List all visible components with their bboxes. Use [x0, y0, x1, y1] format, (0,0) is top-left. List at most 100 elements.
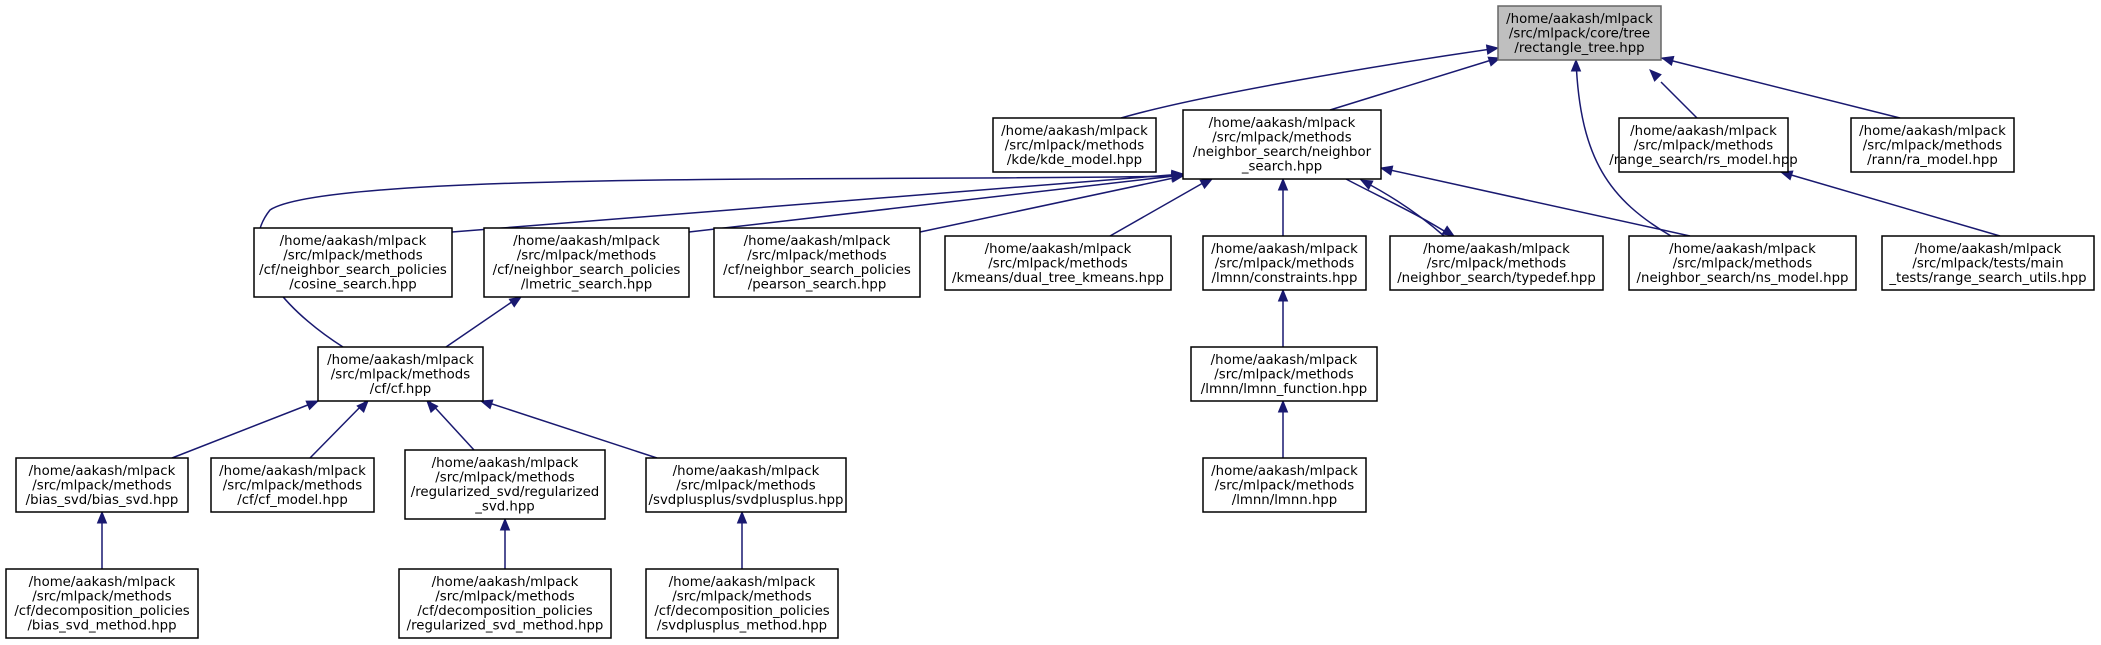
node-label-line: /cf/neighbor_search_policies — [723, 263, 911, 278]
node-label-line: /src/mlpack/methods — [1863, 138, 2002, 153]
node-box[interactable] — [1497, 5, 1662, 61]
edges-layer — [96, 44, 2001, 569]
node-range-search-utils[interactable]: /home/aakash/mlpack/src/mlpack/tests/mai… — [1881, 235, 2095, 291]
edge-ra_model-to-root — [1660, 55, 1901, 119]
node-cosine-search[interactable]: /home/aakash/mlpack/src/mlpack/methods/c… — [253, 227, 453, 298]
node-box[interactable] — [1881, 235, 2095, 291]
node-box[interactable] — [645, 457, 847, 513]
edge-line — [1575, 59, 1672, 237]
node-box[interactable] — [992, 117, 1157, 173]
node-lmnn[interactable]: /home/aakash/mlpack/src/mlpack/methods/l… — [1202, 457, 1367, 513]
edge-bias_svd_method-to-bias_svd — [96, 510, 108, 569]
edge-arrowhead — [96, 510, 108, 524]
edge-line — [1109, 178, 1211, 237]
edge-arrowhead — [1441, 225, 1456, 237]
node-box[interactable] — [253, 227, 453, 298]
edge-line — [688, 174, 1184, 233]
node-box[interactable] — [5, 568, 199, 639]
node-label-line: /home/aakash/mlpack — [985, 242, 1132, 257]
node-box[interactable] — [398, 568, 612, 639]
edge-line — [1120, 47, 1499, 119]
node-neighbor-search[interactable]: /home/aakash/mlpack/src/mlpack/methods/n… — [1182, 109, 1382, 180]
node-lmnn-function[interactable]: /home/aakash/mlpack/src/mlpack/methods/l… — [1190, 346, 1378, 402]
edge-neighbor_search-to-root — [1329, 56, 1502, 111]
node-box[interactable] — [713, 227, 921, 298]
edge-arrowhead — [1649, 69, 1662, 82]
node-typedef[interactable]: /home/aakash/mlpack/src/mlpack/methods/n… — [1389, 235, 1604, 291]
node-label-line: /bias_svd/bias_svd.hpp — [26, 493, 179, 508]
node-box[interactable] — [645, 568, 839, 639]
node-constraints[interactable]: /home/aakash/mlpack/src/mlpack/methods/l… — [1202, 235, 1367, 291]
node-box[interactable] — [404, 449, 606, 520]
node-label-line: /home/aakash/mlpack — [669, 575, 816, 590]
node-regularized-svd[interactable]: /home/aakash/mlpack/src/mlpack/methods/r… — [404, 449, 606, 520]
node-label-line: /svdplusplus/svdplusplus.hpp — [649, 493, 844, 508]
node-label-line: /src/mlpack/methods — [32, 590, 171, 605]
node-svdplusplus[interactable]: /home/aakash/mlpack/src/mlpack/methods/s… — [645, 457, 847, 513]
node-regularized-svd-method[interactable]: /home/aakash/mlpack/src/mlpack/methods/c… — [398, 568, 612, 639]
node-box[interactable] — [1182, 109, 1382, 180]
node-label-line: /src/mlpack/methods — [672, 590, 811, 605]
edge-arrowhead — [1277, 177, 1289, 191]
node-label-line: /home/aakash/mlpack — [513, 234, 660, 249]
node-cf-model[interactable]: /home/aakash/mlpack/src/mlpack/methods/c… — [210, 457, 375, 513]
node-bias-svd-method[interactable]: /home/aakash/mlpack/src/mlpack/methods/c… — [5, 568, 199, 639]
node-box[interactable] — [1618, 117, 1789, 173]
node-kde-model[interactable]: /home/aakash/mlpack/src/mlpack/methods/k… — [992, 117, 1157, 173]
node-label-line: /lmnn/lmnn_function.hpp — [1201, 382, 1367, 397]
node-box[interactable] — [1202, 235, 1367, 291]
edge-line — [482, 400, 658, 459]
node-box[interactable] — [210, 457, 375, 513]
node-label-line: /src/mlpack/methods — [1214, 367, 1353, 382]
node-label-line: /src/mlpack/methods — [32, 478, 171, 493]
node-lmetric-search[interactable]: /home/aakash/mlpack/src/mlpack/methods/c… — [483, 227, 690, 298]
node-box[interactable] — [317, 346, 484, 402]
node-label-line: /cosine_search.hpp — [289, 278, 417, 293]
node-label-line: /src/mlpack/methods — [223, 478, 362, 493]
node-box[interactable] — [1850, 117, 2015, 173]
node-box[interactable] — [1202, 457, 1367, 513]
node-label-line: /cf/decomposition_policies — [14, 604, 189, 619]
node-label-line: /home/aakash/mlpack — [432, 456, 579, 471]
node-label-line: /pearson_search.hpp — [748, 278, 887, 293]
node-label-line: /home/aakash/mlpack — [29, 464, 176, 479]
node-box[interactable] — [483, 227, 690, 298]
edge-line — [1329, 57, 1499, 111]
node-label-line: /home/aakash/mlpack — [1859, 124, 2006, 139]
node-label-line: /src/mlpack/methods — [1005, 138, 1144, 153]
edge-ns_model-to-neighbor_search — [1379, 165, 1691, 237]
node-svdplusplus-method[interactable]: /home/aakash/mlpack/src/mlpack/methods/c… — [645, 568, 839, 639]
node-box[interactable] — [15, 457, 189, 513]
edge-rs_model-to-root — [1649, 69, 1698, 119]
node-label-line: /src/mlpack/methods — [435, 471, 574, 486]
edge-arrowhead — [1570, 58, 1582, 72]
edge-arrowhead — [479, 399, 494, 410]
node-label-line: /home/aakash/mlpack — [1211, 353, 1358, 368]
node-box[interactable] — [944, 235, 1172, 291]
node-label-line: _tests/range_search_utils.hpp — [1888, 271, 2086, 286]
node-label-line: /home/aakash/mlpack — [1669, 242, 1816, 257]
node-ra-model[interactable]: /home/aakash/mlpack/src/mlpack/methods/r… — [1850, 117, 2015, 173]
node-ns-model[interactable]: /home/aakash/mlpack/src/mlpack/methods/n… — [1628, 235, 1857, 291]
node-label-line: /home/aakash/mlpack — [673, 464, 820, 479]
node-cf[interactable]: /home/aakash/mlpack/src/mlpack/methods/c… — [317, 346, 484, 402]
node-label-line: /src/mlpack/methods — [1212, 131, 1351, 146]
node-label-line: /home/aakash/mlpack — [432, 575, 579, 590]
node-box[interactable] — [1190, 346, 1378, 402]
node-bias-svd[interactable]: /home/aakash/mlpack/src/mlpack/methods/b… — [15, 457, 189, 513]
node-box[interactable] — [1389, 235, 1604, 291]
node-dual-tree-kmeans[interactable]: /home/aakash/mlpack/src/mlpack/methods/k… — [944, 235, 1172, 291]
edge-line — [428, 400, 475, 451]
node-label-line: /src/mlpack/methods — [1634, 138, 1773, 153]
node-label-line: /cf/decomposition_policies — [654, 604, 829, 619]
node-label-line: /src/mlpack/methods — [517, 249, 656, 264]
node-label-line: _svd.hpp — [474, 500, 534, 515]
node-rs-model[interactable]: /home/aakash/mlpack/src/mlpack/methods/r… — [1609, 117, 1798, 173]
node-pearson-search[interactable]: /home/aakash/mlpack/src/mlpack/methods/c… — [713, 227, 921, 298]
node-box[interactable] — [1628, 235, 1857, 291]
edge-regularized_svd_method-to-regularized_svd — [499, 517, 511, 569]
node-label-line: /home/aakash/mlpack — [1506, 12, 1653, 27]
node-root[interactable]: /home/aakash/mlpack/src/mlpack/core/tree… — [1497, 5, 1662, 61]
nodes-layer: /home/aakash/mlpack/src/mlpack/core/tree… — [5, 5, 2095, 639]
node-label-line: /neighbor_search/neighbor — [1193, 145, 1372, 160]
